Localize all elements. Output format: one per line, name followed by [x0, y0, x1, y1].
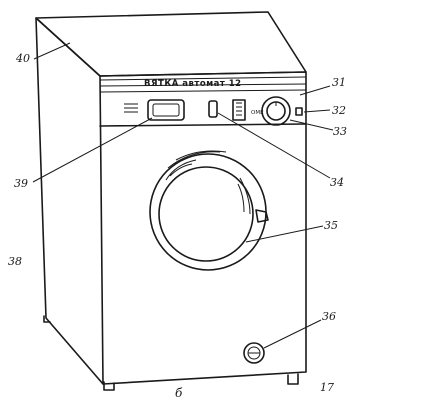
control-panel-top-line [99, 76, 307, 81]
leader-39 [32, 117, 153, 183]
callout-32: 32 [332, 104, 346, 117]
control-panel-mid-line [99, 89, 307, 93]
brand-label: ВЯТКА автомат 12 [144, 79, 242, 89]
callout-40: 40 [15, 52, 30, 65]
control-panel-upper-line [99, 83, 307, 87]
power-switch-lines [236, 102, 242, 116]
machine-top [35, 11, 307, 77]
leader-35 [245, 225, 324, 243]
machine-front [99, 71, 307, 385]
indicator-lamp [208, 100, 218, 118]
timer-button[interactable] [295, 107, 303, 116]
detergent-drawer[interactable] [147, 99, 185, 121]
callout-31: 31 [332, 76, 346, 89]
foot-front-right [287, 373, 299, 385]
leader-32 [303, 109, 331, 113]
callout-39: 39 [14, 177, 28, 190]
program-dial-text: ОМЕ [251, 110, 264, 116]
leader-34 [217, 112, 331, 179]
door-inner-ring [158, 166, 254, 262]
door-frame-shading [167, 150, 227, 169]
door-handle[interactable] [255, 209, 269, 223]
foot-front-left [103, 381, 115, 391]
callout-36: 36 [322, 310, 336, 323]
figure-caption: б [175, 386, 183, 400]
page-number: 17 [320, 381, 334, 394]
callout-35: 35 [324, 219, 338, 232]
door-glass-shading [165, 159, 251, 215]
leader-40 [33, 42, 71, 60]
leader-33 [289, 119, 334, 131]
leader-36 [263, 319, 322, 349]
program-dial[interactable] [261, 96, 291, 126]
callout-38: 38 [8, 255, 22, 268]
power-switch[interactable] [232, 99, 246, 121]
door-outer-ring[interactable] [149, 153, 267, 271]
vent-slots [124, 103, 138, 113]
filter-cap[interactable] [243, 342, 265, 364]
foot-left [43, 315, 51, 323]
leader-31 [299, 85, 331, 96]
callout-33: 33 [333, 125, 347, 138]
drawer-handle[interactable] [152, 103, 180, 117]
callout-34: 34 [330, 176, 344, 189]
machine-side [35, 17, 104, 385]
